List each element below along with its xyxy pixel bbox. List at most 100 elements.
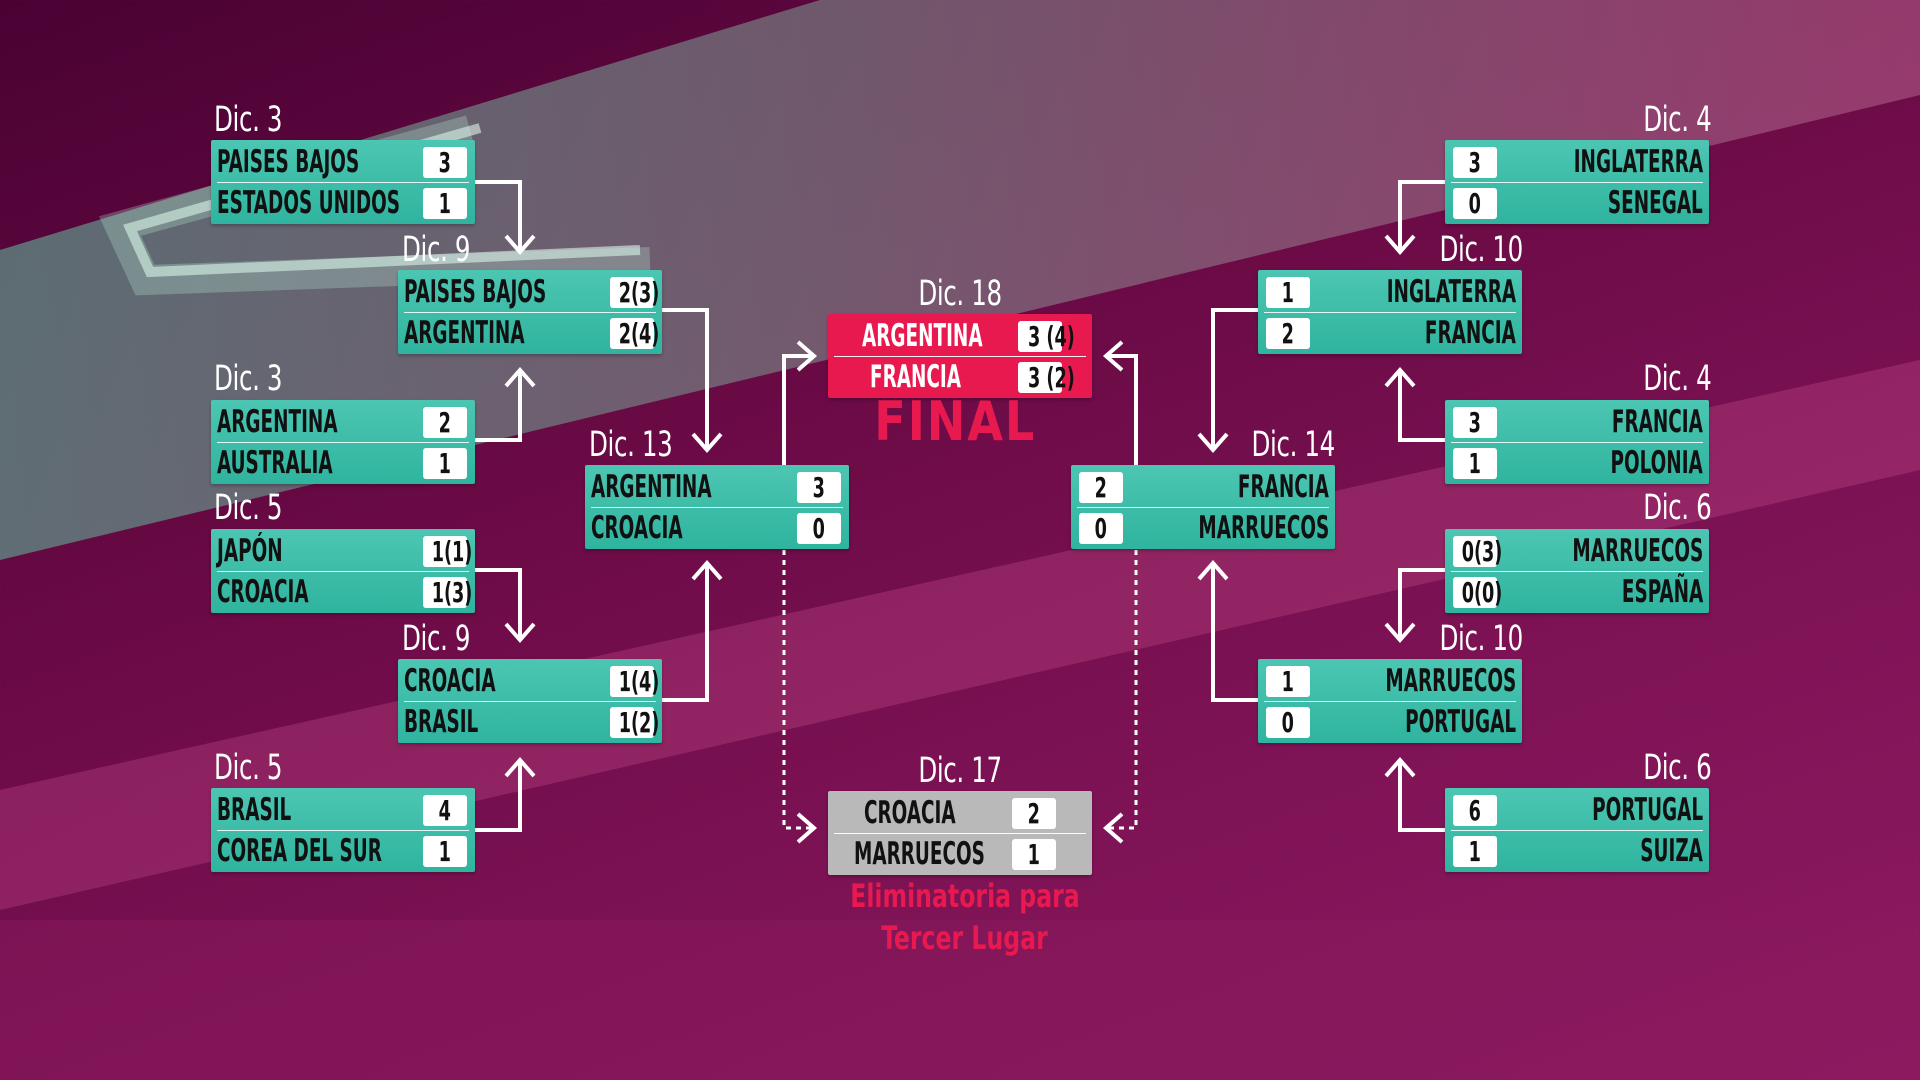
match-date: Dic. 13 <box>589 425 673 465</box>
team-name: POLONIA <box>1610 445 1703 481</box>
team-row: 1 SUIZA <box>1451 830 1703 871</box>
team-name: PAISES BAJOS <box>217 144 360 180</box>
match-card-right-r16-4: 6 PORTUGAL 1 SUIZA <box>1445 788 1709 872</box>
team-score: 2 <box>1266 318 1310 349</box>
team-row: AUSTRALIA 1 <box>217 442 469 483</box>
team-score: 1 <box>1453 836 1497 867</box>
team-score: 1 <box>423 188 467 219</box>
team-name: CROACIA <box>404 663 496 699</box>
team-score: 3 (4) <box>1018 321 1075 352</box>
third-place-label: Eliminatoria para Tercer Lugar <box>0 875 1920 959</box>
match-date: Dic. 17 <box>918 751 1002 791</box>
team-row: CROACIA 2 <box>834 793 1086 833</box>
third-place-label-line1: Eliminatoria para <box>850 877 1080 915</box>
team-score: 1(4) <box>610 666 659 697</box>
team-score: 2(3) <box>610 277 659 308</box>
team-score: 1(3) <box>423 577 472 608</box>
team-score: 2(4) <box>610 318 659 349</box>
team-name: CROACIA <box>217 574 309 610</box>
team-name: MARRUECOS <box>854 836 985 872</box>
team-score: 1 <box>1012 839 1056 870</box>
team-row: MARRUECOS 1 <box>834 833 1086 874</box>
match-date: Dic. 4 <box>1642 359 1712 399</box>
team-score: 0 <box>1453 188 1497 219</box>
team-score: 1 <box>423 836 467 867</box>
team-name: MARRUECOS <box>1572 533 1703 569</box>
match-date: Dic. 14 <box>1251 425 1336 465</box>
team-score: 2 <box>1012 798 1056 829</box>
final-label: FINAL <box>874 390 1036 453</box>
team-name: BRASIL <box>217 792 292 828</box>
team-row: 0(3)MARRUECOS <box>1451 531 1703 571</box>
team-score: 0 <box>797 513 841 544</box>
match-card-third-place: CROACIA 2 MARRUECOS 1 <box>828 791 1092 875</box>
match-date: Dic. 3 <box>214 100 283 140</box>
match-date: Dic. 3 <box>214 359 283 399</box>
match-card-left-r16-4: BRASIL 4 COREA DEL SUR 1 <box>211 788 475 872</box>
match-date: Dic. 5 <box>214 488 283 528</box>
team-score: 2 <box>423 407 467 438</box>
team-name: FRANCIA <box>1611 404 1703 440</box>
match-date: Dic. 4 <box>1642 100 1712 140</box>
team-score: 3 (2) <box>1018 362 1075 393</box>
team-score: 1 <box>1266 277 1310 308</box>
team-name: CROACIA <box>591 510 683 546</box>
team-score: 1(2) <box>610 707 659 738</box>
team-row: ARGENTINA 3 (4) <box>834 316 1086 356</box>
team-name: MARRUECOS <box>1198 510 1329 546</box>
team-name: ARGENTINA <box>217 404 338 440</box>
team-score: 1 <box>1266 666 1310 697</box>
team-name: PORTUGAL <box>1405 704 1516 740</box>
team-name: CROACIA <box>864 795 956 831</box>
team-row: CROACIA 0 <box>591 507 843 548</box>
team-name: JAPÓN <box>217 533 283 569</box>
team-name: SUIZA <box>1640 833 1703 869</box>
team-name: FRANCIA <box>1424 315 1516 351</box>
match-date: Dic. 6 <box>1642 488 1712 528</box>
team-score: 4 <box>423 795 467 826</box>
team-name: COREA DEL SUR <box>217 833 382 869</box>
team-row: 3 FRANCIA <box>1451 402 1703 442</box>
team-name: INGLATERRA <box>1573 144 1703 180</box>
team-row: 1 MARRUECOS <box>1264 661 1516 701</box>
team-name: MARRUECOS <box>1385 663 1516 699</box>
team-name: PORTUGAL <box>1592 792 1703 828</box>
match-card-left-r16-2: ARGENTINA 2 AUSTRALIA 1 <box>211 400 475 484</box>
team-row: 2 FRANCIA <box>1264 312 1516 353</box>
team-row: BRASIL 4 <box>217 790 469 830</box>
team-score: 3 <box>1453 407 1497 438</box>
match-card-right-r16-3: 0(3)MARRUECOS 0(0)ESPAÑA <box>1445 529 1709 613</box>
team-name: PAISES BAJOS <box>404 274 547 310</box>
team-row: 3 INGLATERRA <box>1451 142 1703 182</box>
team-score: 3 <box>1453 147 1497 178</box>
match-date: Dic. 18 <box>918 274 1002 314</box>
team-score: 3 <box>797 472 841 503</box>
team-name: ARGENTINA <box>862 318 983 354</box>
team-name: AUSTRALIA <box>217 445 333 481</box>
team-score: 1 <box>423 448 467 479</box>
team-score: 1 <box>1453 448 1497 479</box>
third-place-label-line2: Tercer Lugar <box>881 919 1049 957</box>
team-row: CROACIA 1(3) <box>217 571 472 612</box>
team-name: FRANCIA <box>870 359 962 395</box>
team-score: 0(0) <box>1453 577 1502 608</box>
team-score: 6 <box>1453 795 1497 826</box>
team-row: CROACIA 1(4) <box>404 661 659 701</box>
team-row: COREA DEL SUR 1 <box>217 830 469 871</box>
